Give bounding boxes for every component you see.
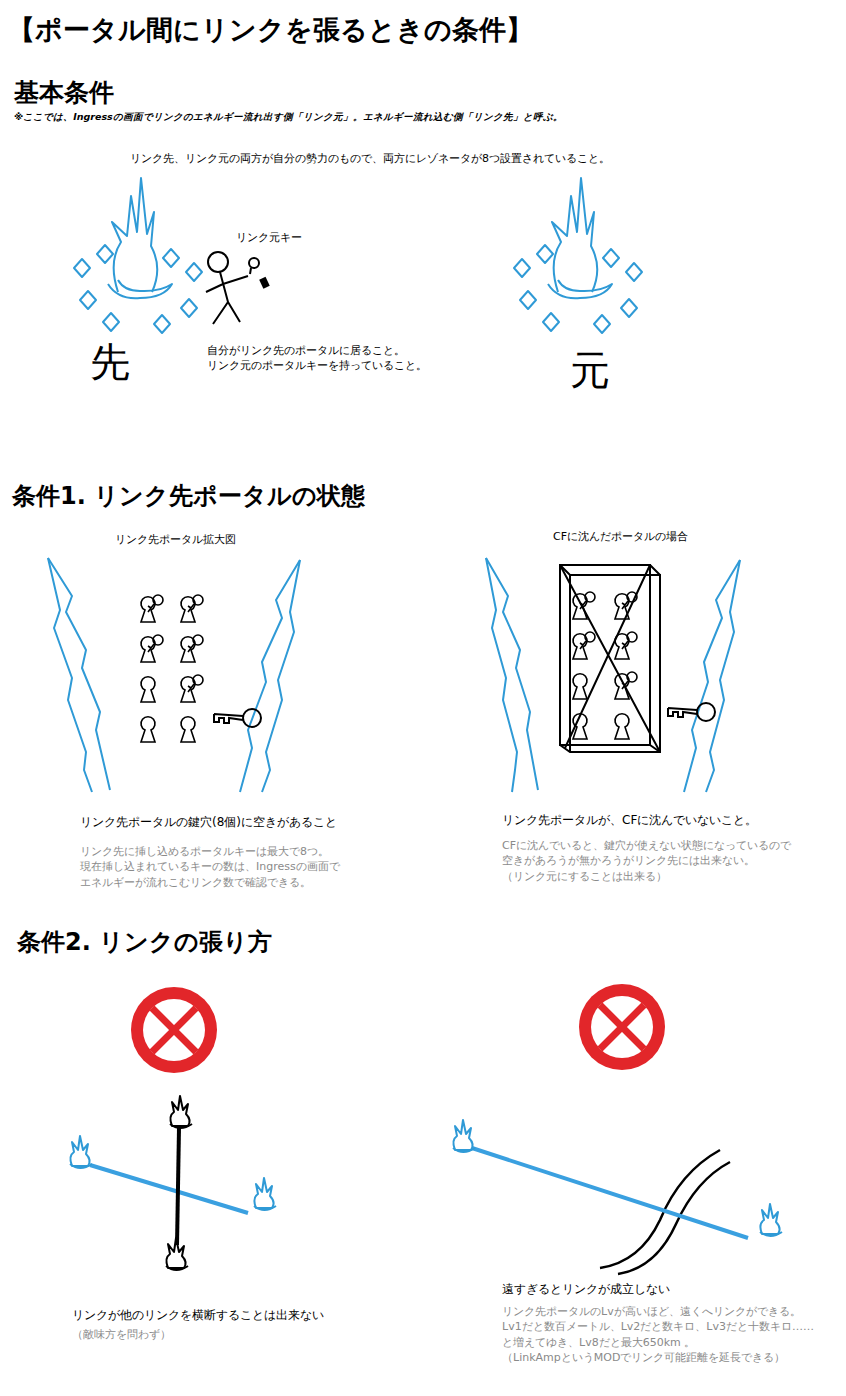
- label-text: 遠すぎるとリンクが成立しない: [502, 1282, 670, 1298]
- label-text: リンク先ポータル拡大図: [115, 533, 236, 547]
- label-text: 元: [570, 348, 610, 392]
- label-text: リンク先ポータルのLvが高いほど、遠くへリンクができる。 Lv1だと数百メートル…: [502, 1304, 837, 1366]
- label-text: 基本条件: [14, 78, 114, 108]
- label-text: 先: [90, 340, 130, 384]
- label-text: CFに沈んだポータルの場合: [553, 530, 688, 544]
- label-text: リンクが他のリンクを横断することは出来ない: [72, 1308, 324, 1324]
- label-text: CFに沈んでいると、鍵穴が使えない状態になっているので 空きがあろうが無かろうが…: [502, 838, 822, 884]
- label-text: リンク先、リンク元の両方が自分の勢力のもので、両方にレゾネータが8つ設置されてい…: [130, 152, 610, 166]
- title-text: 【ポータル間にリンクを張るときの条件】: [8, 14, 533, 46]
- label-text: リンク先ポータルの鍵穴(8個)に空きがあること: [80, 815, 337, 831]
- label-text: 条件2. リンクの張り方: [17, 928, 272, 957]
- label-text: 条件1. リンク先ポータルの状態: [12, 482, 365, 511]
- label-text: リンク先に挿し込めるポータルキーは最大で8つ。 現在挿し込まれているキーの数は、…: [80, 844, 380, 890]
- label-text: リンク元キー: [236, 231, 302, 245]
- label-text: （敵味方を問わず）: [72, 1328, 171, 1342]
- label-text: ※ここでは、Ingressの画面でリンクのエネルギー流れ出す側「リンク元」。エネ…: [14, 111, 563, 122]
- label-text: 自分がリンク先のポータルに居ること。 リンク元のポータルキーを持っていること。: [207, 344, 447, 374]
- label-text: リンク先ポータルが、CFに沈んでいないこと。: [502, 813, 757, 829]
